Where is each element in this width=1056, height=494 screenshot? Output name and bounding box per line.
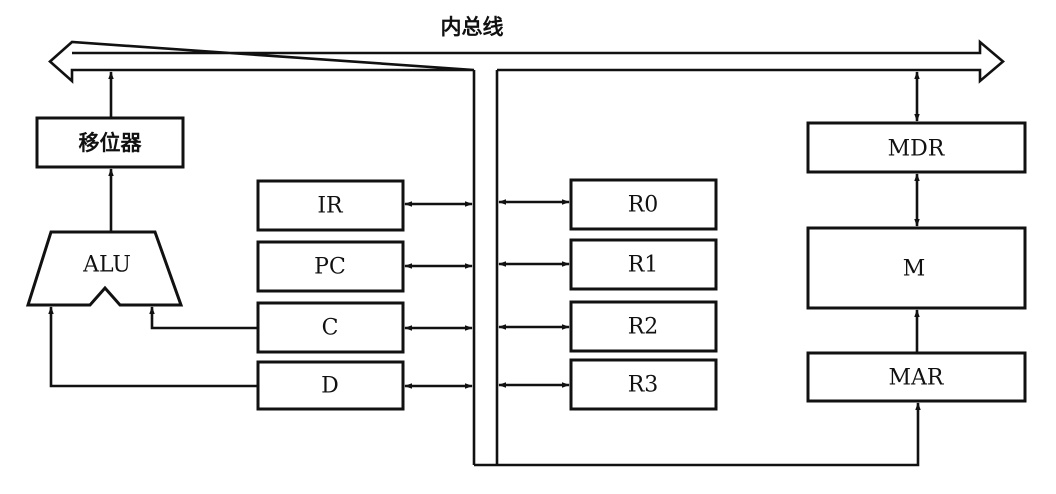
d-box (256, 360, 405, 411)
shifter-label: 移位器 (79, 131, 143, 155)
register-c: C (256, 301, 405, 354)
r3-box (569, 358, 718, 411)
r0-box (569, 178, 718, 231)
shifter-block: 移位器 (35, 116, 185, 169)
pc-label: PC (314, 255, 346, 280)
pc-box (256, 240, 405, 293)
register-r1: R1 (569, 238, 718, 291)
mar-label: MAR (889, 366, 945, 391)
c-box (256, 301, 405, 354)
register-r2: R2 (569, 300, 718, 353)
r1-box (569, 238, 718, 291)
alu-block: ALU (25, 230, 184, 307)
mar-box (806, 351, 1027, 403)
ir-label: IR (317, 194, 344, 219)
register-mdr: MDR (806, 121, 1027, 174)
register-ir: IR (256, 179, 405, 232)
d-to-alu-arrow (48, 306, 258, 388)
c-to-alu-arrow (149, 306, 258, 330)
r3-label: R3 (628, 373, 659, 398)
internal-bus-arrow (48, 39, 1006, 84)
register-r0: R0 (569, 178, 718, 231)
mdr-label: MDR (888, 137, 946, 162)
ir-box (256, 179, 405, 232)
register-d: D (256, 360, 405, 411)
c-label: C (322, 316, 339, 341)
register-mar: MAR (806, 351, 1027, 403)
vertical-bus-channel (472, 70, 499, 467)
internal-bus-label: 内总线 (441, 15, 504, 39)
internal-bus: 内总线 (48, 15, 1006, 84)
r2-box (569, 300, 718, 353)
d-label: D (321, 374, 339, 399)
mdr-box (806, 121, 1027, 174)
register-pc: PC (256, 240, 405, 293)
m-label: M (903, 257, 926, 282)
memory-m: M (806, 226, 1027, 310)
bus-to-mar-arrow (497, 402, 921, 467)
r2-label: R2 (628, 315, 659, 340)
r0-label: R0 (628, 193, 659, 218)
register-r3: R3 (569, 358, 718, 411)
r1-label: R1 (628, 253, 659, 278)
shifter-box (35, 116, 185, 169)
alu-shape (25, 230, 184, 307)
alu-label: ALU (82, 253, 131, 278)
m-box (806, 226, 1027, 310)
